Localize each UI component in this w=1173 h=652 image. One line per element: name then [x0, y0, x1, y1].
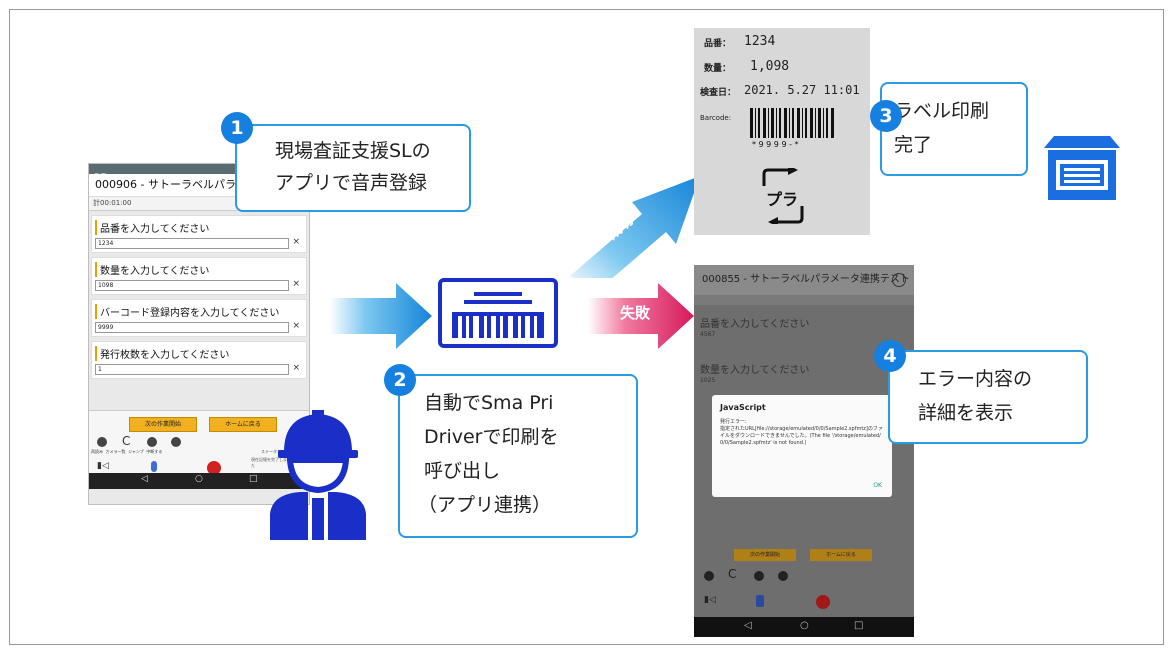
home-nav-icon[interactable]: ○: [800, 620, 809, 631]
callout-step-1: 現場査証支援SLの アプリで音声登録: [235, 124, 471, 212]
callout-line: 呼び出し: [424, 460, 501, 482]
callout-step-4: エラー内容の 詳細を表示: [888, 350, 1088, 444]
callout-line: 完了: [894, 134, 933, 156]
android-nav-bar: ◁ ○ □: [694, 617, 914, 637]
javascript-error-dialog: JavaScript 発行エラー: 指定されたURL[file://storag…: [712, 395, 892, 497]
bottom-panel: 次の作業開始 ホームに戻る C 再読み カメラ一覧 ジャンプ 中断する ▮◁ 音…: [89, 410, 309, 489]
recents-nav-icon[interactable]: □: [854, 620, 864, 631]
value-qty: 1,098: [750, 59, 790, 74]
plastic-recycle-mark-icon: [762, 168, 804, 224]
field-input[interactable]: 9999: [95, 322, 289, 333]
clear-icon[interactable]: ×: [292, 363, 300, 373]
fail-arrow-icon: [588, 283, 694, 349]
label-printer-icon: [438, 278, 558, 348]
callout-line: 現場査証支援SLの: [275, 140, 431, 162]
jump-icon[interactable]: [754, 571, 764, 581]
fail-label: 失敗: [620, 304, 651, 322]
small-label: 中断する: [146, 449, 163, 454]
field-copies[interactable]: 発行枚数を入力してください 1 ×: [91, 341, 307, 379]
record-icon[interactable]: [207, 461, 221, 475]
callout-line: 自動でSma Pri: [424, 392, 554, 414]
phone-screenshot-voice-app: 品番 000906 - サトーラベルパラメータ 計00:01:00 品番を入力し…: [88, 163, 310, 505]
field-value: 1025: [700, 377, 716, 384]
success-arrow-icon: [570, 176, 700, 278]
callout-line: エラー内容の: [918, 368, 1033, 390]
label-printer-done-icon: [1044, 136, 1120, 200]
dialog-title: JavaScript: [720, 403, 766, 412]
callout-step-2: 自動でSma Pri Driverで印刷を 呼び出し （アプリ連携）: [398, 374, 638, 538]
phone-screenshot-error: 000855 - サトーラベルパラメータ連携テスト 品番を入力してください 45…: [694, 265, 914, 637]
label-date: 検査日：: [700, 88, 737, 98]
small-label: 再読み: [91, 449, 103, 454]
microphone-icon[interactable]: [151, 461, 157, 472]
flow-arrow-icon: [330, 283, 432, 349]
field-label: バーコード登録内容を入力してください: [95, 304, 279, 319]
android-nav-bar: ◁ ○ □: [89, 473, 309, 489]
callout-step-3: ラベル印刷 完了: [880, 82, 1028, 176]
field-value: 4567: [700, 331, 716, 338]
field-label: 発行枚数を入力してください: [95, 346, 229, 361]
status-label: ステータス: [261, 449, 281, 454]
callout-line: Driverで印刷を: [424, 426, 559, 448]
stop-icon[interactable]: [778, 571, 788, 581]
next-task-button[interactable]: 次の作業開始: [129, 417, 197, 432]
home-nav-icon[interactable]: ○: [195, 474, 203, 484]
printed-label-photo: 品番： 1234 数量： 1,098 検査日： 2021. 5.27 11:01…: [694, 28, 870, 235]
jump-icon[interactable]: [147, 437, 157, 447]
stop-icon[interactable]: [171, 437, 181, 447]
home-button[interactable]: ホームに戻る: [810, 549, 872, 561]
field-quantity[interactable]: 数量を入力してください 1098 ×: [91, 257, 307, 295]
back-nav-icon[interactable]: ◁: [141, 474, 148, 484]
field-input[interactable]: 1234: [95, 238, 289, 249]
step-badge-4: 4: [874, 340, 906, 372]
small-label: カメラ一覧: [105, 449, 126, 454]
step-badge-1: 1: [221, 112, 253, 144]
barcode-image: [750, 108, 834, 138]
back-nav-icon[interactable]: ◁: [744, 620, 752, 631]
field-label: 品番を入力してください: [700, 319, 810, 330]
step-badge-2: 2: [384, 364, 416, 396]
clear-icon[interactable]: ×: [292, 279, 300, 289]
label-part: 品番：: [704, 39, 732, 49]
info-icon[interactable]: [892, 273, 906, 287]
small-label: ジャンプ: [128, 449, 144, 454]
refresh-icon[interactable]: C: [728, 567, 737, 581]
next-task-button[interactable]: 次の作業開始: [734, 549, 796, 561]
dialog-message: 発行エラー: 指定されたURL[file://storage/emulated/…: [720, 419, 883, 446]
callout-line: ラベル印刷: [894, 100, 990, 122]
step-badge-3: 3: [870, 100, 902, 132]
field-label: 品番を入力してください: [95, 220, 209, 235]
field-input[interactable]: 1098: [95, 280, 289, 291]
field-barcode[interactable]: バーコード登録内容を入力してください 9999 ×: [91, 299, 307, 337]
callout-line: アプリで音声登録: [275, 172, 428, 194]
recents-nav-icon[interactable]: □: [249, 474, 258, 484]
plastic-mark-text: プラ: [766, 190, 799, 209]
home-button[interactable]: ホームに戻る: [209, 417, 277, 432]
speaker-icon[interactable]: ▮◁: [97, 461, 109, 471]
clear-icon[interactable]: ×: [292, 237, 300, 247]
dialog-ok-button[interactable]: OK: [873, 482, 882, 489]
field-label: 数量を入力してください: [95, 262, 209, 277]
label-qty: 数量：: [704, 64, 732, 74]
barcode-text: * 9 9 9 9 - *: [752, 140, 799, 149]
app-title: 000855 - サトーラベルパラメータ連携テスト: [694, 265, 914, 295]
field-part-number[interactable]: 品番を入力してください 1234 ×: [91, 215, 307, 253]
field-input[interactable]: 1: [95, 364, 289, 375]
reload-icon[interactable]: [97, 437, 107, 447]
record-icon[interactable]: [816, 595, 830, 609]
callout-line: （アプリ連携）: [418, 494, 552, 516]
refresh-icon[interactable]: C: [122, 434, 131, 448]
value-date: 2021. 5.27 11:01: [744, 83, 860, 97]
value-part: 1234: [744, 34, 776, 49]
clear-icon[interactable]: ×: [292, 321, 300, 331]
status-text: 現在記憶を完了しました: [251, 457, 291, 468]
callout-line: 詳細を表示: [918, 402, 1014, 424]
speaker-icon[interactable]: ▮◁: [704, 595, 716, 605]
reload-icon[interactable]: [704, 571, 714, 581]
microphone-icon[interactable]: [756, 595, 764, 607]
field-label: 数量を入力してください: [700, 365, 810, 376]
worker-icon: [270, 410, 366, 540]
label-barcode: Barcode:: [700, 114, 732, 122]
